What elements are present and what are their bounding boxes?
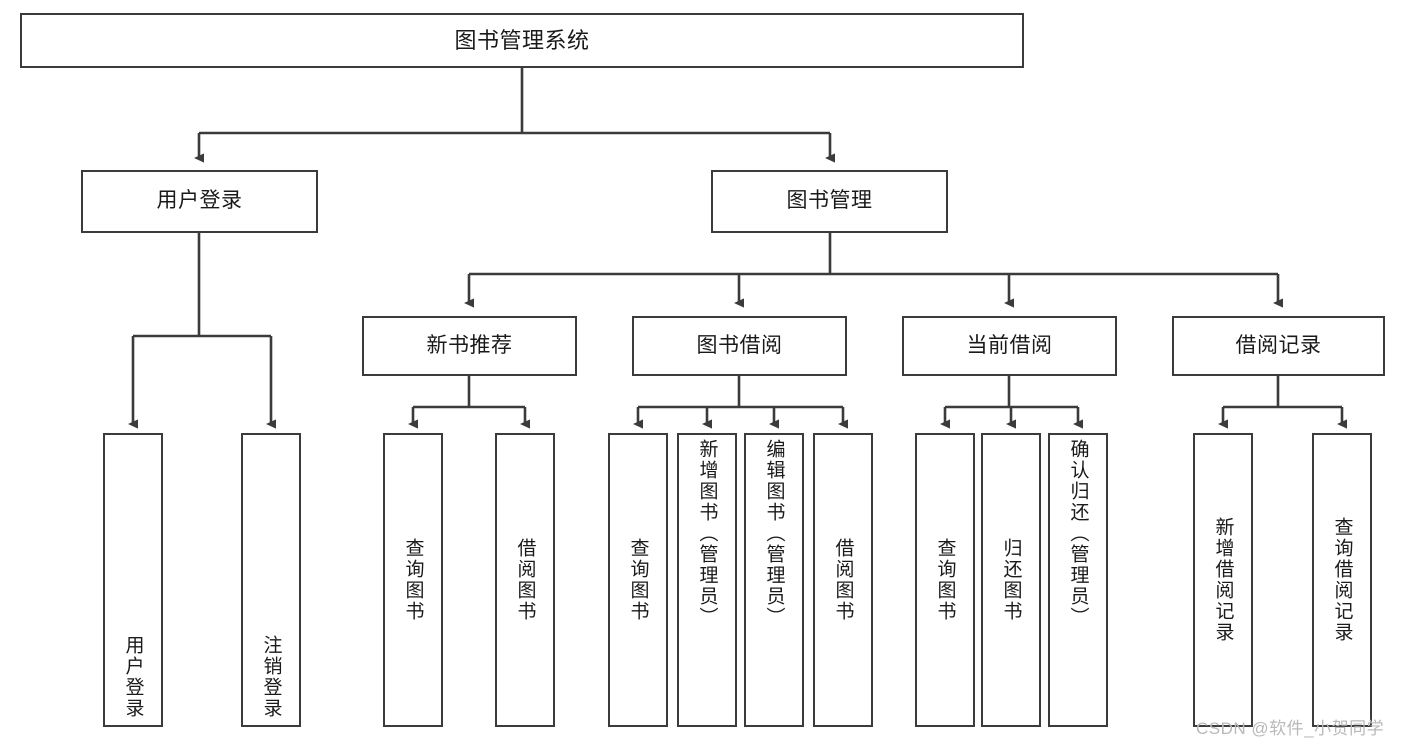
- node-label: 用户登录: [156, 189, 243, 213]
- node-label: 新增图书（管理员）: [696, 439, 718, 628]
- leaf-record-query-record[interactable]: 查询借阅记录: [1312, 433, 1372, 727]
- csdn-watermark: CSDN @软件_小贺同学: [1196, 719, 1385, 738]
- node-label: 图书管理系统: [454, 27, 590, 53]
- leaf-current-query-book[interactable]: 查询图书: [915, 433, 975, 727]
- leaf-recommend-borrow-book[interactable]: 借阅图书: [495, 433, 555, 727]
- leaf-recommend-query-book[interactable]: 查询图书: [383, 433, 443, 727]
- node-label: 借阅图书: [832, 538, 854, 622]
- leaf-user-login-signout[interactable]: 注销登录: [241, 433, 301, 727]
- node-label: 图书管理: [786, 189, 873, 213]
- node-borrow-record[interactable]: 借阅记录: [1172, 316, 1385, 376]
- node-label: 查询图书: [627, 538, 649, 622]
- node-current-borrow[interactable]: 当前借阅: [902, 316, 1117, 376]
- leaf-current-return-book[interactable]: 归还图书: [981, 433, 1041, 727]
- node-label: 注销登录: [260, 635, 282, 719]
- leaf-borrow-query-book[interactable]: 查询图书: [608, 433, 668, 727]
- node-label: 查询借阅记录: [1331, 517, 1353, 643]
- leaf-current-confirm-return-admin[interactable]: 确认归还（管理员）: [1048, 433, 1108, 727]
- node-new-book-recommend[interactable]: 新书推荐: [362, 316, 577, 376]
- node-label: 归还图书: [1000, 538, 1022, 622]
- leaf-borrow-add-book-admin[interactable]: 新增图书（管理员）: [677, 433, 737, 727]
- node-label: 确认归还（管理员）: [1067, 439, 1089, 628]
- node-label: 新书推荐: [426, 333, 513, 357]
- node-label: 用户登录: [122, 635, 144, 719]
- node-book-management[interactable]: 图书管理: [711, 170, 948, 233]
- node-book-borrow[interactable]: 图书借阅: [632, 316, 847, 376]
- leaf-user-login-signin[interactable]: 用户登录: [103, 433, 163, 727]
- node-label: 编辑图书（管理员）: [763, 439, 785, 628]
- leaf-record-add-record[interactable]: 新增借阅记录: [1193, 433, 1253, 727]
- node-label: 借阅记录: [1235, 333, 1322, 357]
- node-label: 图书借阅: [696, 333, 783, 357]
- node-user-login[interactable]: 用户登录: [81, 170, 318, 233]
- node-label: 借阅图书: [514, 538, 536, 622]
- node-root-system[interactable]: 图书管理系统: [20, 13, 1024, 68]
- node-label: 查询图书: [402, 538, 424, 622]
- leaf-borrow-borrow-book[interactable]: 借阅图书: [813, 433, 873, 727]
- node-label: 新增借阅记录: [1212, 517, 1234, 643]
- node-label: 当前借阅: [966, 333, 1053, 357]
- node-label: 查询图书: [934, 538, 956, 622]
- leaf-borrow-edit-book-admin[interactable]: 编辑图书（管理员）: [744, 433, 804, 727]
